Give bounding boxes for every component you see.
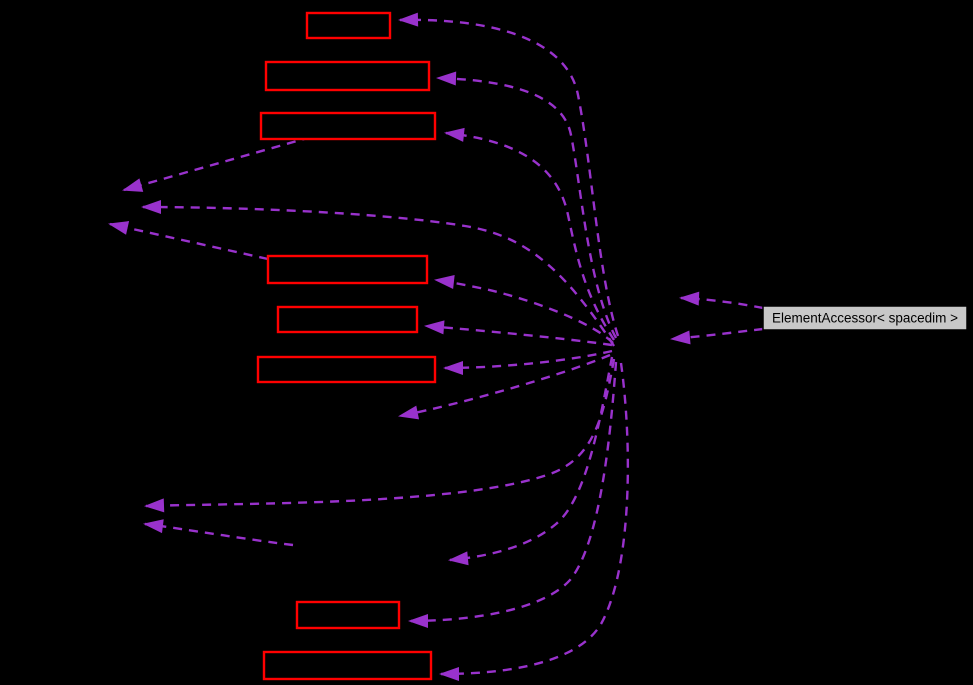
central-class-node[interactable] xyxy=(762,305,968,331)
edge-hub-to-box2 xyxy=(436,71,618,339)
edge-box4-to-left-node-c xyxy=(108,221,269,261)
edge-hub-to-box1 xyxy=(398,12,620,337)
edge-hub-to-box7 xyxy=(408,361,618,628)
edge-central-to-hub-upper xyxy=(679,291,764,310)
edge-hub-to-lower-arrow xyxy=(448,356,614,566)
class-node-6[interactable] xyxy=(256,355,437,384)
edge-central-to-hub-lower xyxy=(670,327,764,345)
edge-hub-to-box4 xyxy=(434,275,614,344)
edge-hub-to-box5 xyxy=(424,320,613,347)
edge-partial-left xyxy=(143,519,294,547)
class-node-2[interactable] xyxy=(264,60,431,92)
class-node-3[interactable] xyxy=(259,111,437,141)
central-class-label: ElementAccessor< spacedim > xyxy=(772,311,958,326)
edge-hub-to-mid-arrow xyxy=(398,353,611,420)
class-node-1[interactable] xyxy=(305,11,392,40)
edge-hub-to-box3 xyxy=(444,127,616,341)
edge-box3-to-left-node-a xyxy=(122,135,312,192)
edge-hub-to-box8 xyxy=(439,362,630,681)
class-node-5[interactable] xyxy=(276,305,419,334)
edge-hub-to-box6 xyxy=(443,349,613,375)
class-node-8[interactable] xyxy=(262,650,433,681)
class-node-4[interactable] xyxy=(266,254,429,285)
edge-hub-to-left-node-b xyxy=(141,200,616,347)
class-node-7[interactable] xyxy=(295,600,401,630)
